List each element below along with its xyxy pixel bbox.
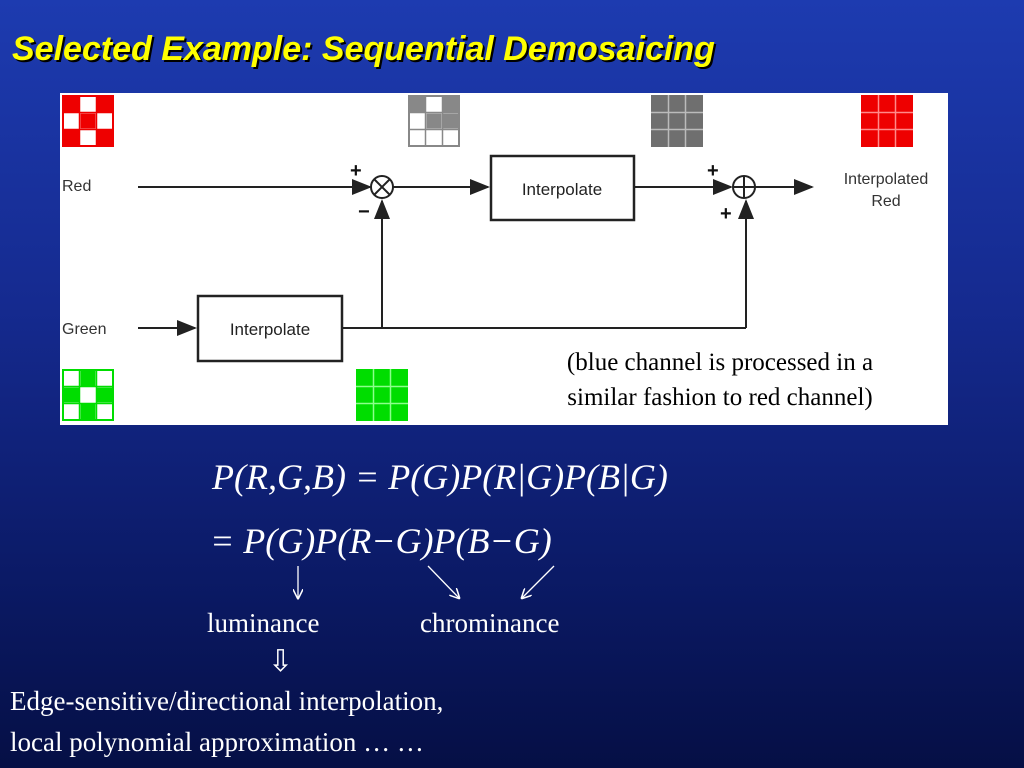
diagram-svg: Red Green Interpolated Red + − Interpola…: [62, 95, 929, 421]
demosaicing-diagram: Red Green Interpolated Red + − Interpola…: [60, 93, 948, 425]
bottom-text-line1: Edge-sensitive/directional interpolation…: [10, 686, 444, 716]
slide-title: Selected Example: Sequential Demosaicing: [12, 30, 715, 68]
output-label-line1: Interpolated: [844, 171, 929, 188]
chrominance-arrow-left: [427, 565, 459, 598]
subtract-minus-sign: −: [358, 201, 370, 223]
difference-full-grid: [651, 95, 703, 147]
note-line1: (blue channel is processed in a: [566, 349, 874, 376]
subtract-node: [370, 175, 394, 199]
interpolate-box-bottom: Interpolate: [196, 294, 344, 363]
chrominance-label: chrominance: [420, 608, 560, 638]
equation-line1: P(R,G,B) = P(G)P(R|G)P(B|G): [212, 457, 668, 497]
output-label-line2: Red: [871, 193, 900, 210]
add-plus-sign-2: +: [720, 203, 732, 225]
bottom-text-line2: local polynomial approximation … …: [10, 727, 424, 757]
luminance-label: luminance: [207, 608, 320, 638]
interpolate-top-label: Interpolate: [522, 180, 602, 199]
interpolate-box-top: Interpolate: [489, 154, 636, 222]
note-line2: similar fashion to red channel): [567, 384, 873, 411]
red-input-label: Red: [62, 178, 91, 195]
green-full-grid: [356, 369, 408, 421]
red-sample-grid: [62, 95, 114, 147]
green-input-label: Green: [62, 321, 106, 338]
subtract-plus-sign: +: [350, 160, 362, 182]
add-plus-sign-1: +: [707, 160, 719, 182]
difference-sample-grid: [408, 95, 460, 147]
equation-line2: = P(G)P(R−G)P(B−G): [210, 521, 552, 561]
down-arrow-icon: ⇩: [268, 644, 294, 679]
red-full-grid: [861, 95, 913, 147]
green-sample-grid: [62, 369, 114, 421]
chrominance-arrow-right: [522, 565, 555, 598]
blue-channel-note: (blue channel is processed in a similar …: [500, 345, 940, 415]
interpolate-bottom-label: Interpolate: [230, 320, 310, 339]
